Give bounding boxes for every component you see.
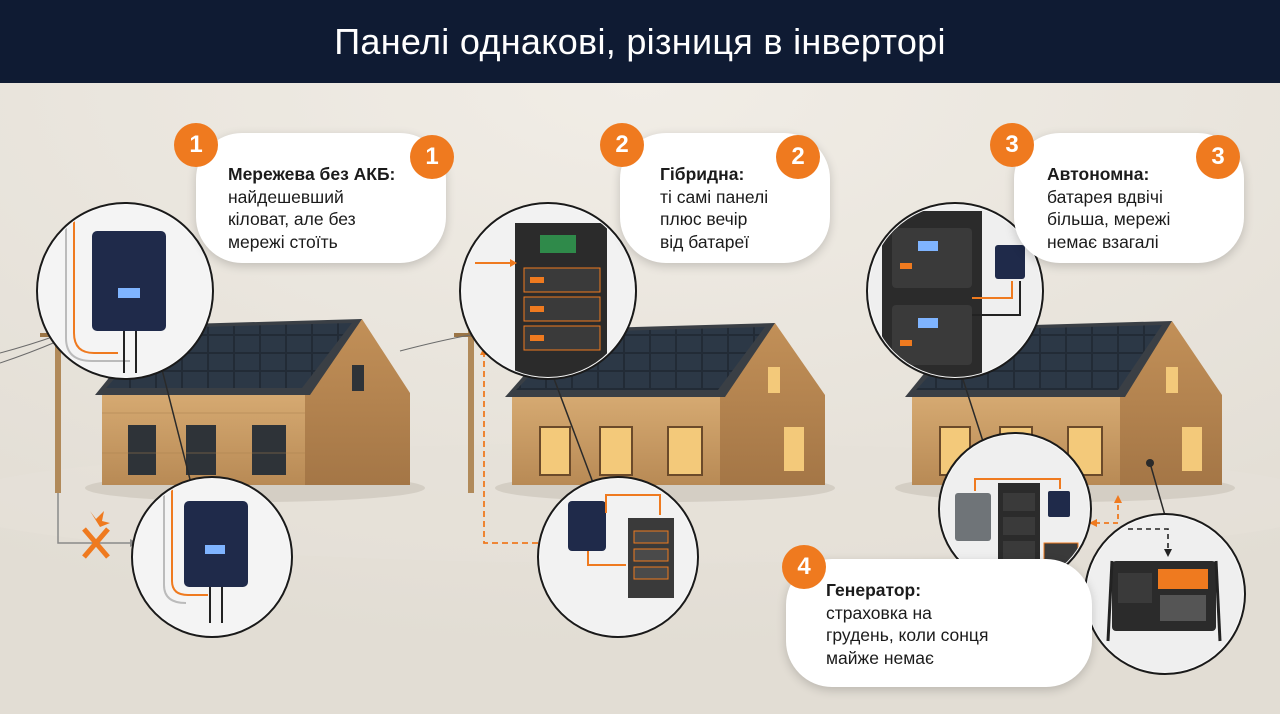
callout-line: найдешевший <box>228 186 344 207</box>
callout-line: страховка на <box>826 602 932 623</box>
generator-closeup <box>1084 513 1246 675</box>
hybrid-cabinet-closeup <box>459 202 637 380</box>
number-badge-2a: 2 <box>600 123 644 167</box>
number-badge-3b: 3 <box>1196 135 1240 179</box>
callout-line: мережі стоїть <box>228 231 338 252</box>
callout-text-3: Автономна: батарея вдвічі більша, мережі… <box>1047 163 1170 253</box>
header-bar: Панелі однакові, різниця в інверторі <box>0 0 1280 83</box>
offgrid-system-closeup <box>938 432 1092 586</box>
offgrid-battery-closeup <box>866 202 1044 380</box>
number-badge-2b: 2 <box>776 135 820 179</box>
callout-text-4: Генератор: страховка на грудень, коли со… <box>826 579 988 669</box>
callout-line: кіловат, але без <box>228 209 356 229</box>
callout-line: більша, мережі <box>1047 209 1171 229</box>
inverter-closeup-1 <box>36 202 214 380</box>
callout-title-2: Гібридна: <box>660 164 745 184</box>
callout-title-3: Автономна: <box>1047 164 1150 184</box>
scene: Мережева без АКБ: найдешевший кіловат, а… <box>0 83 1280 714</box>
callout-grid-tied <box>196 133 446 263</box>
callout-line: немає взагалі <box>1047 231 1159 252</box>
callout-text-2: Гібридна: ті самі панелі плюс вечір від … <box>660 163 768 253</box>
callout-title-4: Генератор: <box>826 580 922 600</box>
hybrid-system-closeup <box>537 476 699 638</box>
callout-line: батарея вдвічі <box>1047 186 1163 207</box>
number-badge-3a: 3 <box>990 123 1034 167</box>
callout-line: плюс вечір <box>660 209 748 229</box>
number-badge-4: 4 <box>782 545 826 589</box>
callout-title-1: Мережева без АКБ: <box>228 164 396 184</box>
page-title: Панелі однакові, різниця в інверторі <box>334 20 946 62</box>
number-badge-1b: 1 <box>410 135 454 179</box>
number-badge-1a: 1 <box>174 123 218 167</box>
inverter-closeup-2 <box>131 476 293 638</box>
callout-line: грудень, коли сонця <box>826 625 989 645</box>
callout-generator <box>786 559 1092 687</box>
callout-text-1: Мережева без АКБ: найдешевший кіловат, а… <box>228 163 395 253</box>
callout-line: від батареї <box>660 231 750 252</box>
callout-line: майже немає <box>826 647 934 668</box>
callout-line: ті самі панелі <box>660 186 769 207</box>
